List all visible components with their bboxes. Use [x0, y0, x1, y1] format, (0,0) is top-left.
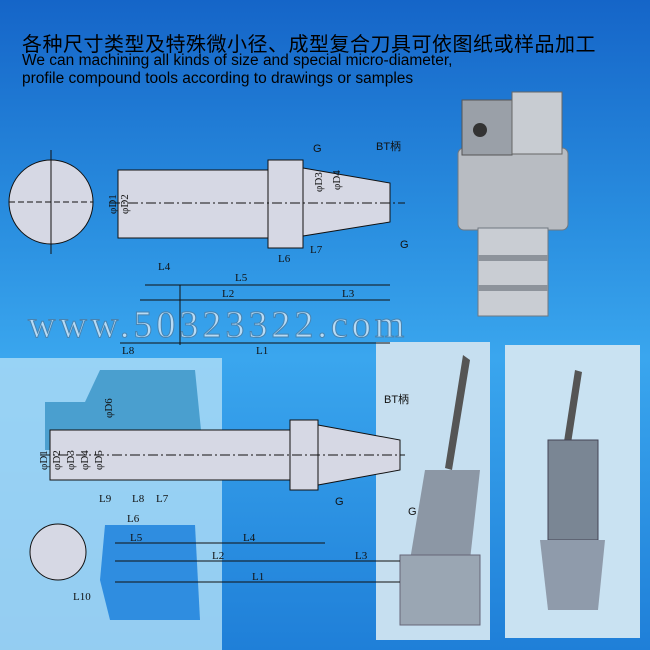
- dim-l7: L7: [156, 493, 169, 505]
- finish-symbol-g: G: [400, 239, 409, 251]
- top-drawing-labels: BT柄 G G φD1 φD2 φD3 φD4 L1 L2 L3 L4 L5 L…: [107, 140, 409, 357]
- title-english-line2: profile compound tools according to draw…: [22, 70, 414, 87]
- dim-l1: L1: [252, 571, 264, 583]
- dim-l2: L2: [212, 550, 224, 562]
- product-photo-boring-head: [457, 91, 569, 317]
- dim-l3: L3: [342, 288, 355, 300]
- dim-d2: φD2: [51, 450, 63, 470]
- dim-l7: L7: [310, 244, 323, 256]
- bt-shank-label: BT柄: [376, 140, 401, 153]
- dim-d4: φD4: [79, 450, 91, 470]
- bt-shank-label: BT柄: [384, 393, 409, 406]
- dim-l4: L4: [158, 261, 171, 273]
- dim-l3: L3: [355, 550, 368, 562]
- finish-symbol-g: G: [313, 143, 322, 155]
- dim-l6: L6: [127, 513, 140, 525]
- watermark-url: www.50323322.com: [28, 304, 408, 346]
- top-technical-drawing: [8, 150, 405, 345]
- product-photo-compound-tool: [540, 370, 605, 610]
- dim-l8: L8: [122, 345, 135, 357]
- finish-symbol-g: G: [335, 496, 344, 508]
- dim-d5: φD5: [93, 450, 105, 470]
- dim-l9: L9: [99, 493, 112, 505]
- dim-l5: L5: [130, 532, 143, 544]
- bottom-drawing-labels: BT柄 G G φD1 φD2 φD3 φD4 φD5 φD6 L1 L2 L3…: [38, 393, 417, 603]
- dim-d3: φD3: [65, 450, 77, 470]
- dim-l5: L5: [235, 272, 248, 284]
- finish-symbol-g: G: [408, 506, 417, 518]
- dim-l2: L2: [222, 288, 234, 300]
- dim-l4: L4: [243, 532, 256, 544]
- dim-d1: φD1: [38, 450, 50, 470]
- title-chinese: 各种尺寸类型及特殊微小径、成型复合刀具可依图纸或样品加工: [22, 32, 596, 56]
- product-photo-bt-drill-holder: [399, 355, 481, 626]
- dim-l10: L10: [73, 591, 91, 603]
- dim-l8: L8: [132, 493, 145, 505]
- dim-d1: φD1: [107, 194, 119, 214]
- dim-d2: φD2: [119, 194, 131, 214]
- dim-d6: φD6: [103, 398, 115, 418]
- bottom-technical-drawing: [29, 370, 405, 620]
- dim-l1: L1: [256, 345, 268, 357]
- title-english-line1: We can machining all kinds of size and s…: [22, 52, 453, 69]
- dim-d3: φD3: [313, 172, 325, 192]
- dim-l6: L6: [278, 253, 291, 265]
- dim-d4: φD4: [331, 170, 343, 190]
